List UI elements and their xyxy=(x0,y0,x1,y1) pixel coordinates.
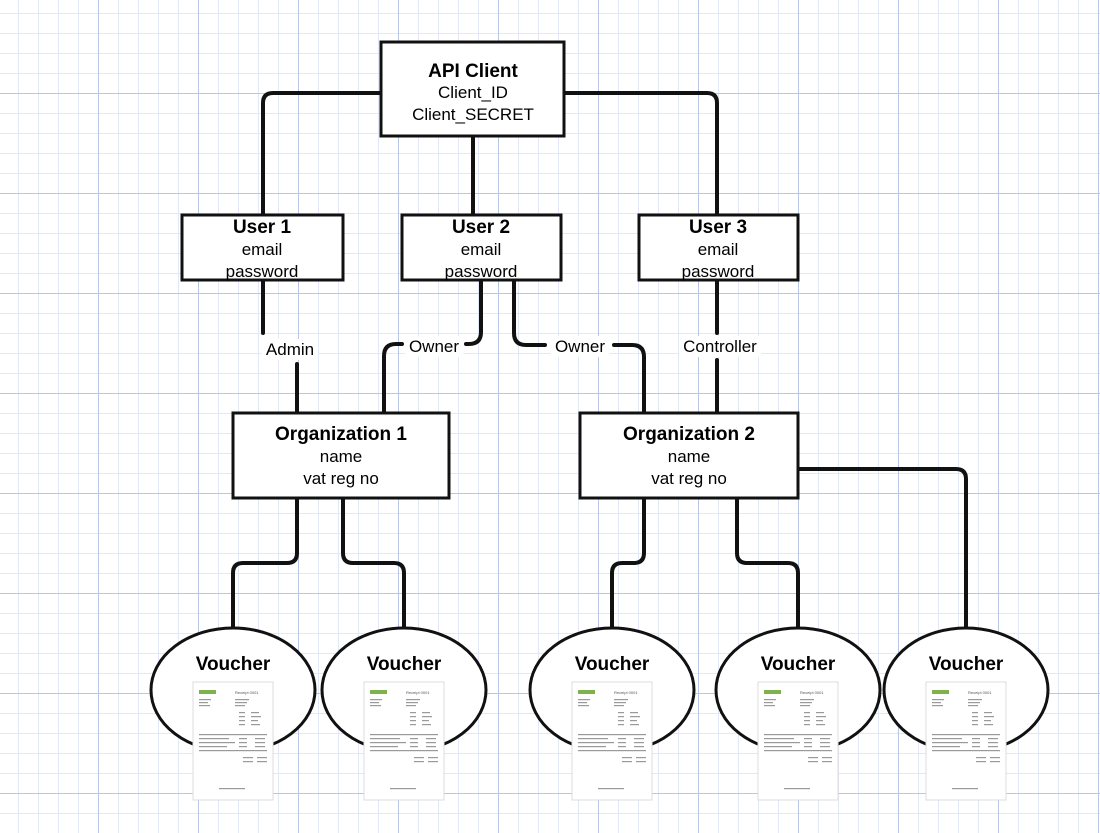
organization-node-2: Organization 2 name vat reg no xyxy=(578,411,800,500)
receipt-heading: Receipt 0001 xyxy=(406,690,430,695)
user-2-field-email: email xyxy=(461,240,502,259)
relation-label-background xyxy=(261,339,319,360)
company-logo-icon xyxy=(764,690,781,694)
company-logo-icon xyxy=(199,690,216,694)
organization-2-title: Organization 2 xyxy=(623,424,755,445)
receipt-document-icon: Receipt 0001 xyxy=(757,681,839,801)
relation-labels: Admin Owner Owner Controller xyxy=(261,336,762,360)
voucher-node-5: Receipt 0001 Voucher xyxy=(882,626,1050,801)
connector-user2-org2 xyxy=(512,278,646,415)
voucher-1-title: Voucher xyxy=(196,654,271,675)
relation-label-background xyxy=(679,336,762,357)
connector-org2-voucher4 xyxy=(735,496,800,632)
user-1-title: User 1 xyxy=(233,217,292,238)
user-2-title: User 2 xyxy=(452,217,510,238)
user-3-field-password: password xyxy=(682,262,755,281)
company-logo-icon xyxy=(932,690,949,694)
voucher-node-4: Receipt 0001 Voucher xyxy=(714,626,882,801)
organization-2-field-vat: vat reg no xyxy=(651,469,727,488)
user-1-field-password: password xyxy=(226,262,299,281)
connector-api-user3 xyxy=(562,91,719,217)
user-node-3: User 3 email password xyxy=(637,213,800,282)
connectors xyxy=(231,91,968,632)
receipt-heading: Receipt 0001 xyxy=(800,690,824,695)
relation-label-background xyxy=(550,336,610,357)
api-client-node: API Client Client_ID Client_SECRET xyxy=(379,40,566,138)
receipt-heading: Receipt 0001 xyxy=(235,690,259,695)
organization-2-field-name: name xyxy=(668,447,711,466)
connector-org1-voucher2 xyxy=(341,496,406,632)
organization-node-1: Organization 1 name vat reg no xyxy=(231,411,451,500)
voucher-3-title: Voucher xyxy=(575,654,650,675)
receipt-heading: Receipt 0001 xyxy=(614,690,638,695)
voucher-node-2: Receipt 0001 Voucher xyxy=(320,626,488,801)
receipt-heading: Receipt 0001 xyxy=(968,690,992,695)
user-1-field-email: email xyxy=(242,240,283,259)
relation-label-admin: Admin xyxy=(266,340,314,359)
company-logo-icon xyxy=(578,690,595,694)
connector-user2-org1 xyxy=(382,278,483,415)
user-node-2: User 2 email password xyxy=(400,213,563,282)
organization-1-field-name: name xyxy=(320,447,363,466)
relation-label-owner-org2: Owner xyxy=(555,337,605,356)
organization-1-title: Organization 1 xyxy=(275,424,407,445)
api-client-field-secret: Client_SECRET xyxy=(412,105,534,124)
voucher-5-title: Voucher xyxy=(929,654,1004,675)
connector-org1-voucher1 xyxy=(231,496,299,632)
receipt-document-icon: Receipt 0001 xyxy=(192,681,274,801)
user-3-title: User 3 xyxy=(689,217,747,238)
connector-org2-voucher3 xyxy=(610,496,646,632)
voucher-node-3: Receipt 0001 Voucher xyxy=(528,626,696,801)
organization-1-field-vat: vat reg no xyxy=(303,469,379,488)
connector-org2-voucher5 xyxy=(796,467,968,632)
company-logo-icon xyxy=(370,690,387,694)
receipt-document-icon: Receipt 0001 xyxy=(571,681,653,801)
relation-label-owner-org1: Owner xyxy=(409,337,459,356)
api-client-field-id: Client_ID xyxy=(438,83,508,102)
voucher-4-title: Voucher xyxy=(761,654,836,675)
connector-api-user1 xyxy=(261,91,383,217)
api-client-title: API Client xyxy=(428,61,518,82)
voucher-2-title: Voucher xyxy=(367,654,442,675)
receipt-document-icon: Receipt 0001 xyxy=(925,681,1007,801)
user-2-field-password: password xyxy=(445,262,518,281)
user-node-1: User 1 email password xyxy=(180,213,345,282)
voucher-node-1: Receipt 0001 Voucher xyxy=(149,626,317,801)
relation-label-background xyxy=(404,336,464,357)
connector-user1-org1 xyxy=(261,278,299,415)
user-3-field-email: email xyxy=(698,240,739,259)
receipt-document-icon: Receipt 0001 xyxy=(363,681,445,801)
relation-label-controller: Controller xyxy=(683,337,757,356)
